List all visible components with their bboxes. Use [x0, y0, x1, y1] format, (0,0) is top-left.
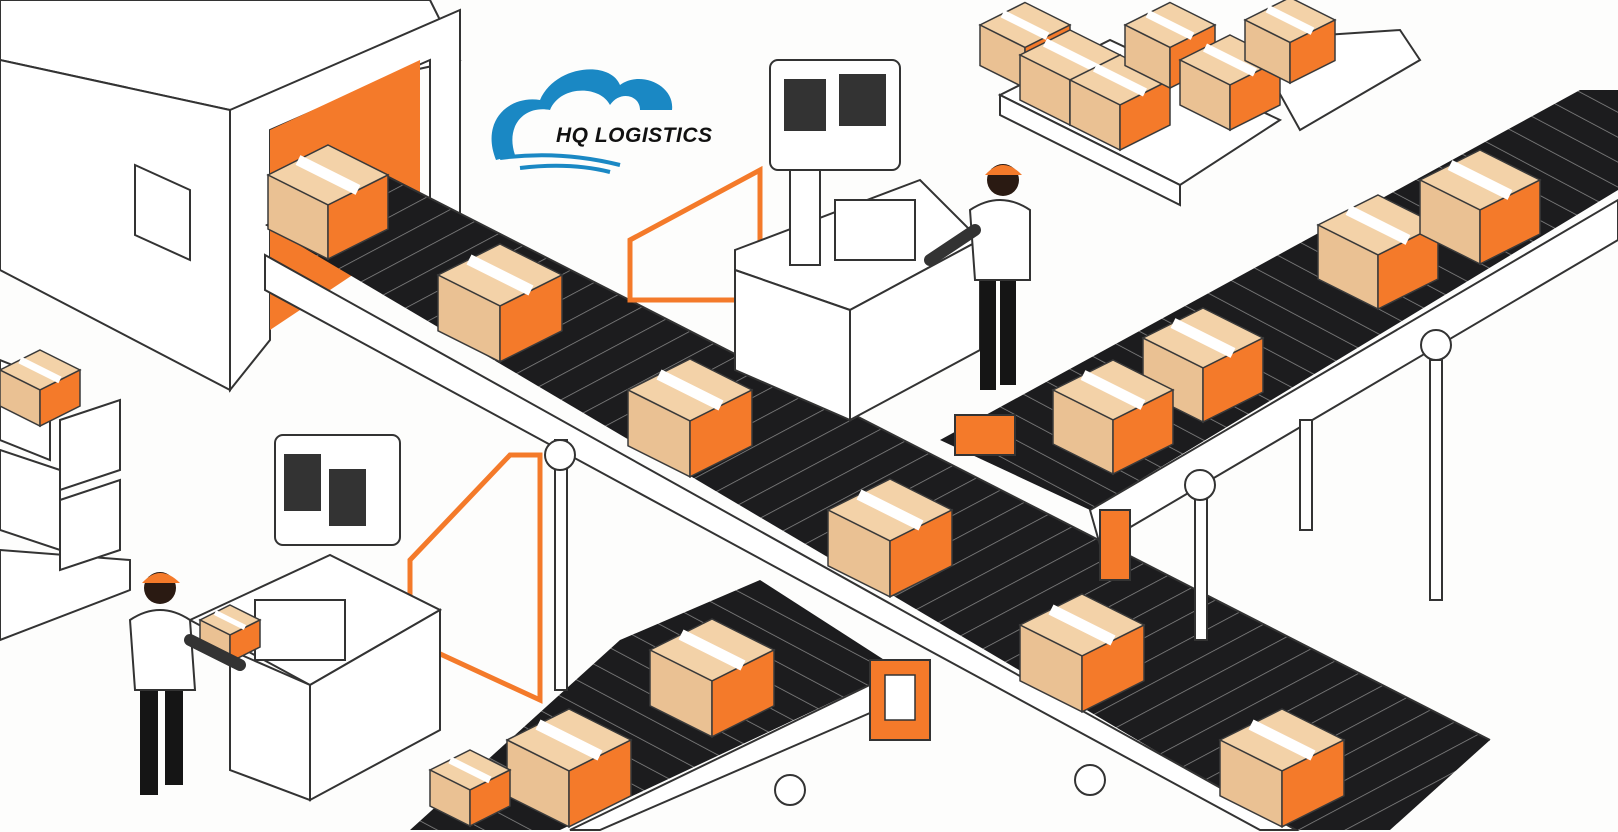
- box-face: [1377, 223, 1439, 311]
- cloud-icon: [491, 69, 673, 160]
- box-tape: [1265, 5, 1315, 35]
- cardboard-box: [0, 349, 82, 428]
- box-tape: [1447, 160, 1513, 200]
- box-face: [568, 738, 632, 829]
- cardboard-box: [1218, 708, 1346, 829]
- boxes-layer: [0, 0, 1542, 829]
- cardboard-box: [428, 749, 512, 828]
- hq-logistics-logo: [491, 69, 673, 174]
- cardboard-box: [1418, 149, 1542, 266]
- box-face: [889, 508, 953, 599]
- box-tape: [448, 756, 492, 784]
- box-tape: [1080, 370, 1146, 410]
- box-tape: [18, 356, 62, 384]
- box-face: [1202, 336, 1264, 424]
- box-face: [1281, 738, 1345, 829]
- box-tape: [1042, 38, 1098, 72]
- box-face: [1479, 178, 1541, 266]
- box-tape: [1248, 719, 1316, 761]
- building-panel: [134, 163, 191, 262]
- logo-text: HQ LOGISTICS: [556, 124, 713, 147]
- box-tape: [656, 369, 724, 411]
- box-tape: [856, 489, 924, 531]
- box-tape: [535, 719, 603, 761]
- workstation-top: [627, 59, 982, 422]
- box-face: [1081, 623, 1145, 714]
- box-face: [499, 273, 563, 364]
- box-face: [689, 388, 753, 479]
- box-face: [327, 173, 389, 261]
- cardboard-box: [1051, 359, 1175, 476]
- cardboard-box: [1243, 0, 1337, 85]
- box-face: [1112, 388, 1174, 476]
- cardboard-box: [1018, 593, 1146, 714]
- box-face: [1119, 78, 1171, 152]
- worker-bottom: [128, 572, 246, 795]
- box-tape: [1145, 10, 1195, 40]
- box-tape: [678, 629, 746, 671]
- box-face: [711, 648, 775, 739]
- cardboard-box: [1316, 194, 1440, 311]
- cardboard-box: [626, 358, 754, 479]
- box-face: [39, 368, 81, 428]
- box-tape: [213, 610, 247, 630]
- box-tape: [295, 155, 361, 195]
- box-tape: [1092, 63, 1148, 97]
- worker-top: [924, 164, 1031, 390]
- box-tape: [466, 254, 534, 296]
- box-tape: [1000, 10, 1050, 40]
- box-face: [1289, 18, 1336, 85]
- box-tape: [1048, 604, 1116, 646]
- cardboard-box: [826, 478, 954, 599]
- box-tape: [1170, 318, 1236, 358]
- cardboard-box: [648, 618, 776, 739]
- cardboard-box: [505, 708, 633, 829]
- scanner-building: [0, 0, 462, 393]
- box-tape: [1202, 43, 1258, 77]
- box-face: [229, 618, 261, 664]
- box-tape: [1345, 205, 1411, 245]
- workstation-bottom: [187, 434, 543, 802]
- cardboard-box: [266, 144, 390, 261]
- box-face: [469, 768, 511, 828]
- cardboard-box: [1141, 307, 1265, 424]
- cardboard-box: [436, 243, 564, 364]
